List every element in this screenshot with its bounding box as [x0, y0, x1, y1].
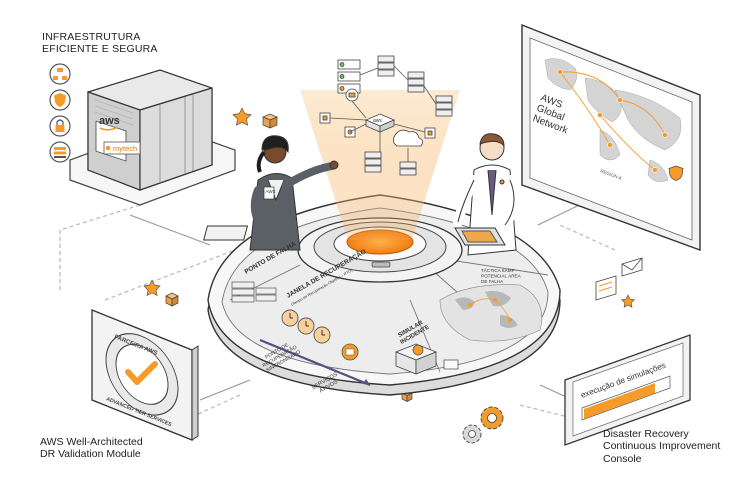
dr-caption-line1: Disaster Recovery: [603, 428, 689, 440]
dr-console-caption: Disaster Recovery Continuous Improvement…: [603, 428, 720, 465]
svg-text:AWS Global Network: AWS Global Network: [531, 93, 578, 137]
validation-caption-line1: AWS Well-Architected: [40, 436, 143, 448]
simulate-incident-device[interactable]: [394, 343, 459, 375]
presenter-woman: AWS: [203, 135, 339, 251]
map-area-note: TÁCTICA SAMP POTENCIAL ÁREA DE FALHA: [481, 267, 522, 284]
cloud-icon: [393, 129, 423, 147]
gear-icon: [462, 424, 482, 444]
network-icon: [49, 63, 71, 85]
shield-icon: [49, 89, 71, 111]
global-network-panel: AWS Global Network REGION A: [521, 23, 701, 252]
cube-icon: [165, 292, 179, 307]
presenter-man: [453, 133, 519, 256]
server-rack-icon: [49, 141, 71, 163]
alert-cloud-icon: [412, 344, 424, 356]
table-world-map: [439, 284, 543, 342]
gear-icon: [480, 406, 504, 430]
dr-caption-line3: Console: [603, 452, 642, 465]
checklist-icon: [337, 59, 361, 94]
star-icon: [620, 294, 636, 308]
shield-icon: [668, 165, 684, 181]
lock-icon: [49, 115, 71, 137]
services-icon: [341, 343, 359, 361]
envelope-icon: [621, 257, 643, 277]
star-icon: [143, 279, 161, 297]
validation-caption-line2: DR Validation Module: [40, 448, 141, 461]
decorative-stars: [143, 107, 636, 308]
table-wedge-servers: [231, 281, 277, 303]
infra-caption-line2: EFICIENTE E SEGURA: [42, 43, 158, 56]
datacenter-server: aws mytech: [69, 69, 236, 206]
aws-server-logo: aws: [99, 115, 120, 127]
infra-icons: [49, 63, 71, 163]
star-icon: [232, 107, 252, 126]
partner-logo: mytech: [113, 144, 137, 153]
timeline-arrow: [259, 338, 371, 387]
validation-module-caption: AWS Well-Architected DR Validation Modul…: [40, 436, 143, 461]
staff-badge: AWS: [266, 189, 276, 194]
checkmark-icon: [125, 361, 158, 385]
architecture-hologram: aws: [319, 55, 453, 176]
document-icon: [595, 275, 617, 301]
simulation-console: execução de simulações: [564, 334, 691, 446]
recovery-clocks: [281, 309, 331, 344]
svg-text:aws: aws: [373, 118, 382, 124]
cube-icon: [262, 113, 278, 129]
infra-caption: INFRAESTRUTURA EFICIENTE E SEGURA: [42, 31, 158, 56]
simulation-progress-fill: [584, 383, 655, 419]
arrow-head-icon: [363, 379, 370, 385]
dr-caption-line2: Continuous Improvement: [603, 440, 721, 453]
aws-partner-badge-panel: PARCEIRA AWS ADVANCED TIER SERVICES: [91, 309, 199, 441]
infra-caption-line1: INFRAESTRUTURA: [42, 31, 141, 43]
mini-panel-icon: [443, 359, 459, 370]
